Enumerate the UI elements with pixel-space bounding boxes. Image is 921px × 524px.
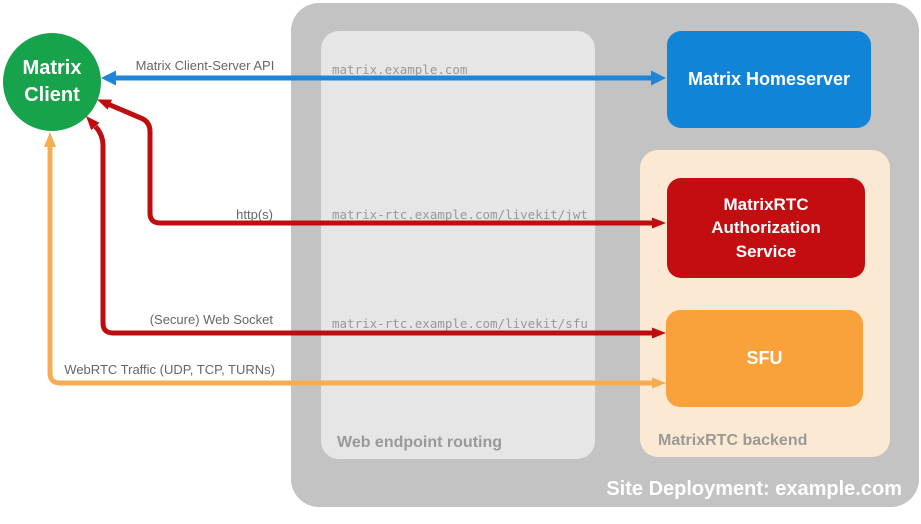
web-endpoint-routing-label: Web endpoint routing: [337, 434, 503, 451]
edge-label-client-server-api: Matrix Client-Server API: [135, 58, 275, 73]
edge-label-webrtc-traffic: WebRTC Traffic (UDP, TCP, TURNs): [64, 362, 275, 377]
endpoint-url-jwt: matrix-rtc.example.com/livekit/jwt: [332, 207, 588, 222]
matrixrtc-authorization-service-node: MatrixRTC Authorization Service: [667, 178, 865, 278]
site-deployment-label: Site Deployment: example.com: [606, 478, 902, 500]
edge-label-web-socket: (Secure) Web Socket: [149, 312, 273, 327]
matrixrtc-authorization-service-label: MatrixRTC Authorization Service: [711, 194, 821, 261]
edge-label-https: http(s): [236, 207, 273, 222]
arrowhead-to-client-http: [97, 99, 112, 110]
web-endpoint-routing-container: Web endpoint routing: [321, 31, 595, 459]
sfu-label: SFU: [746, 348, 783, 368]
endpoint-url-sfu: matrix-rtc.example.com/livekit/sfu: [332, 316, 588, 331]
matrix-client-node: Matrix Client: [3, 33, 101, 131]
matrix-homeserver-node: Matrix Homeserver: [667, 31, 871, 128]
arrowhead-to-client-webrtc: [44, 132, 56, 147]
endpoint-url-homeserver: matrix.example.com: [332, 62, 468, 77]
matrixrtc-backend-label: MatrixRTC backend: [658, 432, 808, 449]
arrowhead-to-client-ws: [86, 116, 100, 131]
sfu-node: SFU: [666, 310, 863, 407]
matrix-homeserver-label: Matrix Homeserver: [687, 69, 851, 89]
matrix-client-label: Matrix Client: [22, 57, 82, 106]
